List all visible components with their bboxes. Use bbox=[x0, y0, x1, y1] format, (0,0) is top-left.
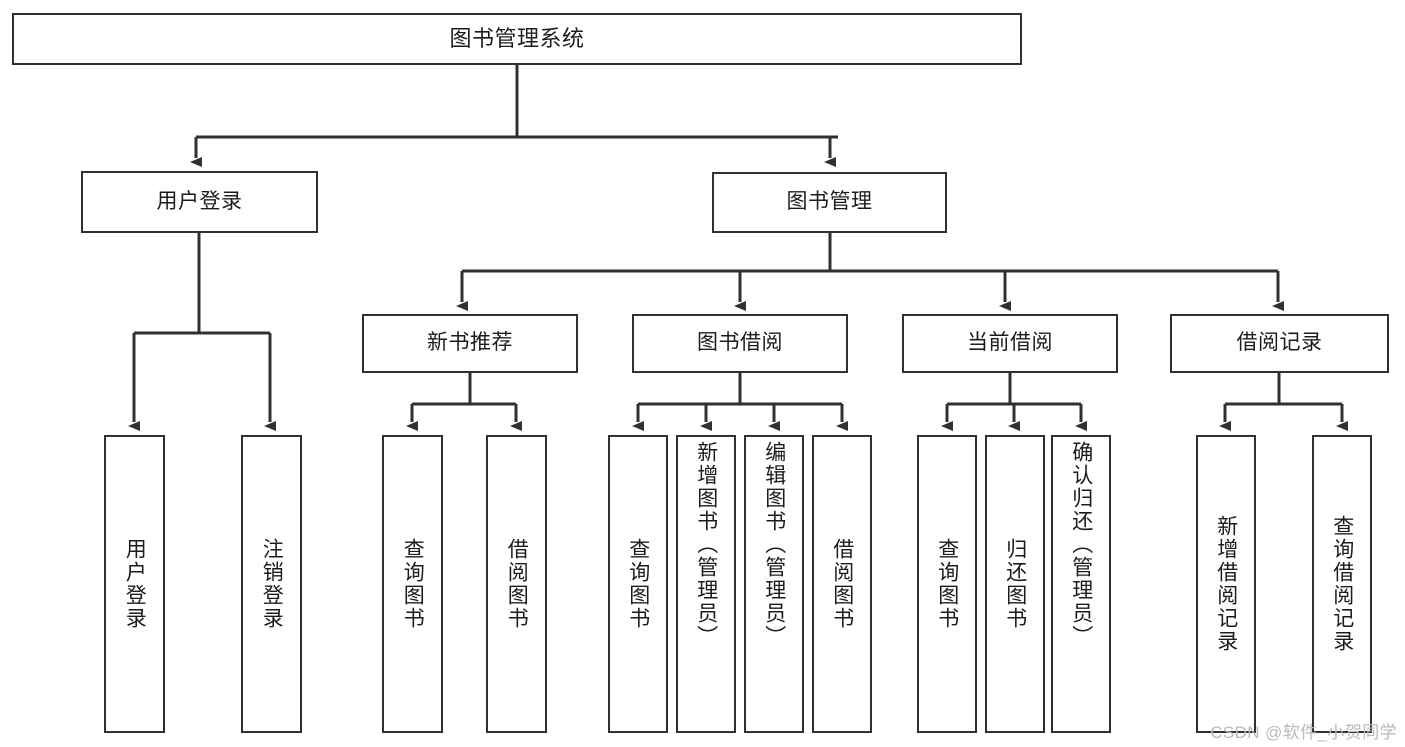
node-label: 借阅记录 bbox=[1236, 331, 1323, 355]
leaf-borrow-book-new-recommend[interactable]: 借阅图书 bbox=[486, 435, 547, 733]
node-label: 新书推荐 bbox=[427, 331, 513, 355]
leaf-confirm-return-admin[interactable]: 确认归还（管理员） bbox=[1051, 435, 1111, 733]
node-label: 新增借阅记录 bbox=[1214, 515, 1238, 653]
leaf-query-book-borrow[interactable]: 查询图书 bbox=[608, 435, 668, 733]
watermark: CSDN @软件_小贺同学 bbox=[1210, 723, 1397, 742]
node-label: 确认归还（管理员） bbox=[1069, 441, 1093, 648]
node-label: 新增图书（管理员） bbox=[694, 441, 718, 648]
node-borrow-record[interactable]: 借阅记录 bbox=[1170, 314, 1389, 373]
node-root-system[interactable]: 图书管理系统 bbox=[12, 13, 1022, 65]
node-label: 用户登录 bbox=[156, 189, 243, 213]
leaf-edit-book-admin[interactable]: 编辑图书（管理员） bbox=[744, 435, 804, 733]
node-new-book-recommend[interactable]: 新书推荐 bbox=[362, 314, 578, 373]
leaf-query-book-current[interactable]: 查询图书 bbox=[917, 435, 977, 733]
node-label: 查询图书 bbox=[626, 538, 650, 630]
node-label: 图书借阅 bbox=[697, 331, 783, 355]
leaf-return-book[interactable]: 归还图书 bbox=[985, 435, 1045, 733]
node-label: 图书管理系统 bbox=[449, 26, 585, 52]
node-label: 图书管理 bbox=[786, 190, 873, 214]
node-label: 编辑图书（管理员） bbox=[762, 441, 786, 648]
node-label: 查询图书 bbox=[401, 538, 425, 630]
node-label: 查询借阅记录 bbox=[1330, 515, 1354, 653]
node-user-login[interactable]: 用户登录 bbox=[81, 171, 318, 233]
leaf-query-borrow-record[interactable]: 查询借阅记录 bbox=[1312, 435, 1372, 733]
leaf-add-borrow-record[interactable]: 新增借阅记录 bbox=[1196, 435, 1256, 733]
node-label: 当前借阅 bbox=[967, 331, 1053, 355]
node-book-borrow[interactable]: 图书借阅 bbox=[632, 314, 848, 373]
leaf-add-book-admin[interactable]: 新增图书（管理员） bbox=[676, 435, 736, 733]
leaf-query-book-new-recommend[interactable]: 查询图书 bbox=[382, 435, 443, 733]
node-book-manage[interactable]: 图书管理 bbox=[712, 172, 947, 233]
node-label: 借阅图书 bbox=[505, 538, 529, 630]
node-current-borrow[interactable]: 当前借阅 bbox=[902, 314, 1118, 373]
leaf-user-login[interactable]: 用户登录 bbox=[104, 435, 165, 733]
node-label: 注销登录 bbox=[260, 538, 284, 630]
node-label: 归还图书 bbox=[1003, 538, 1027, 630]
node-label: 查询图书 bbox=[935, 538, 959, 630]
node-label: 用户登录 bbox=[123, 538, 147, 630]
node-label: 借阅图书 bbox=[830, 538, 854, 630]
leaf-logout-login[interactable]: 注销登录 bbox=[241, 435, 302, 733]
leaf-borrow-book-borrow[interactable]: 借阅图书 bbox=[812, 435, 872, 733]
